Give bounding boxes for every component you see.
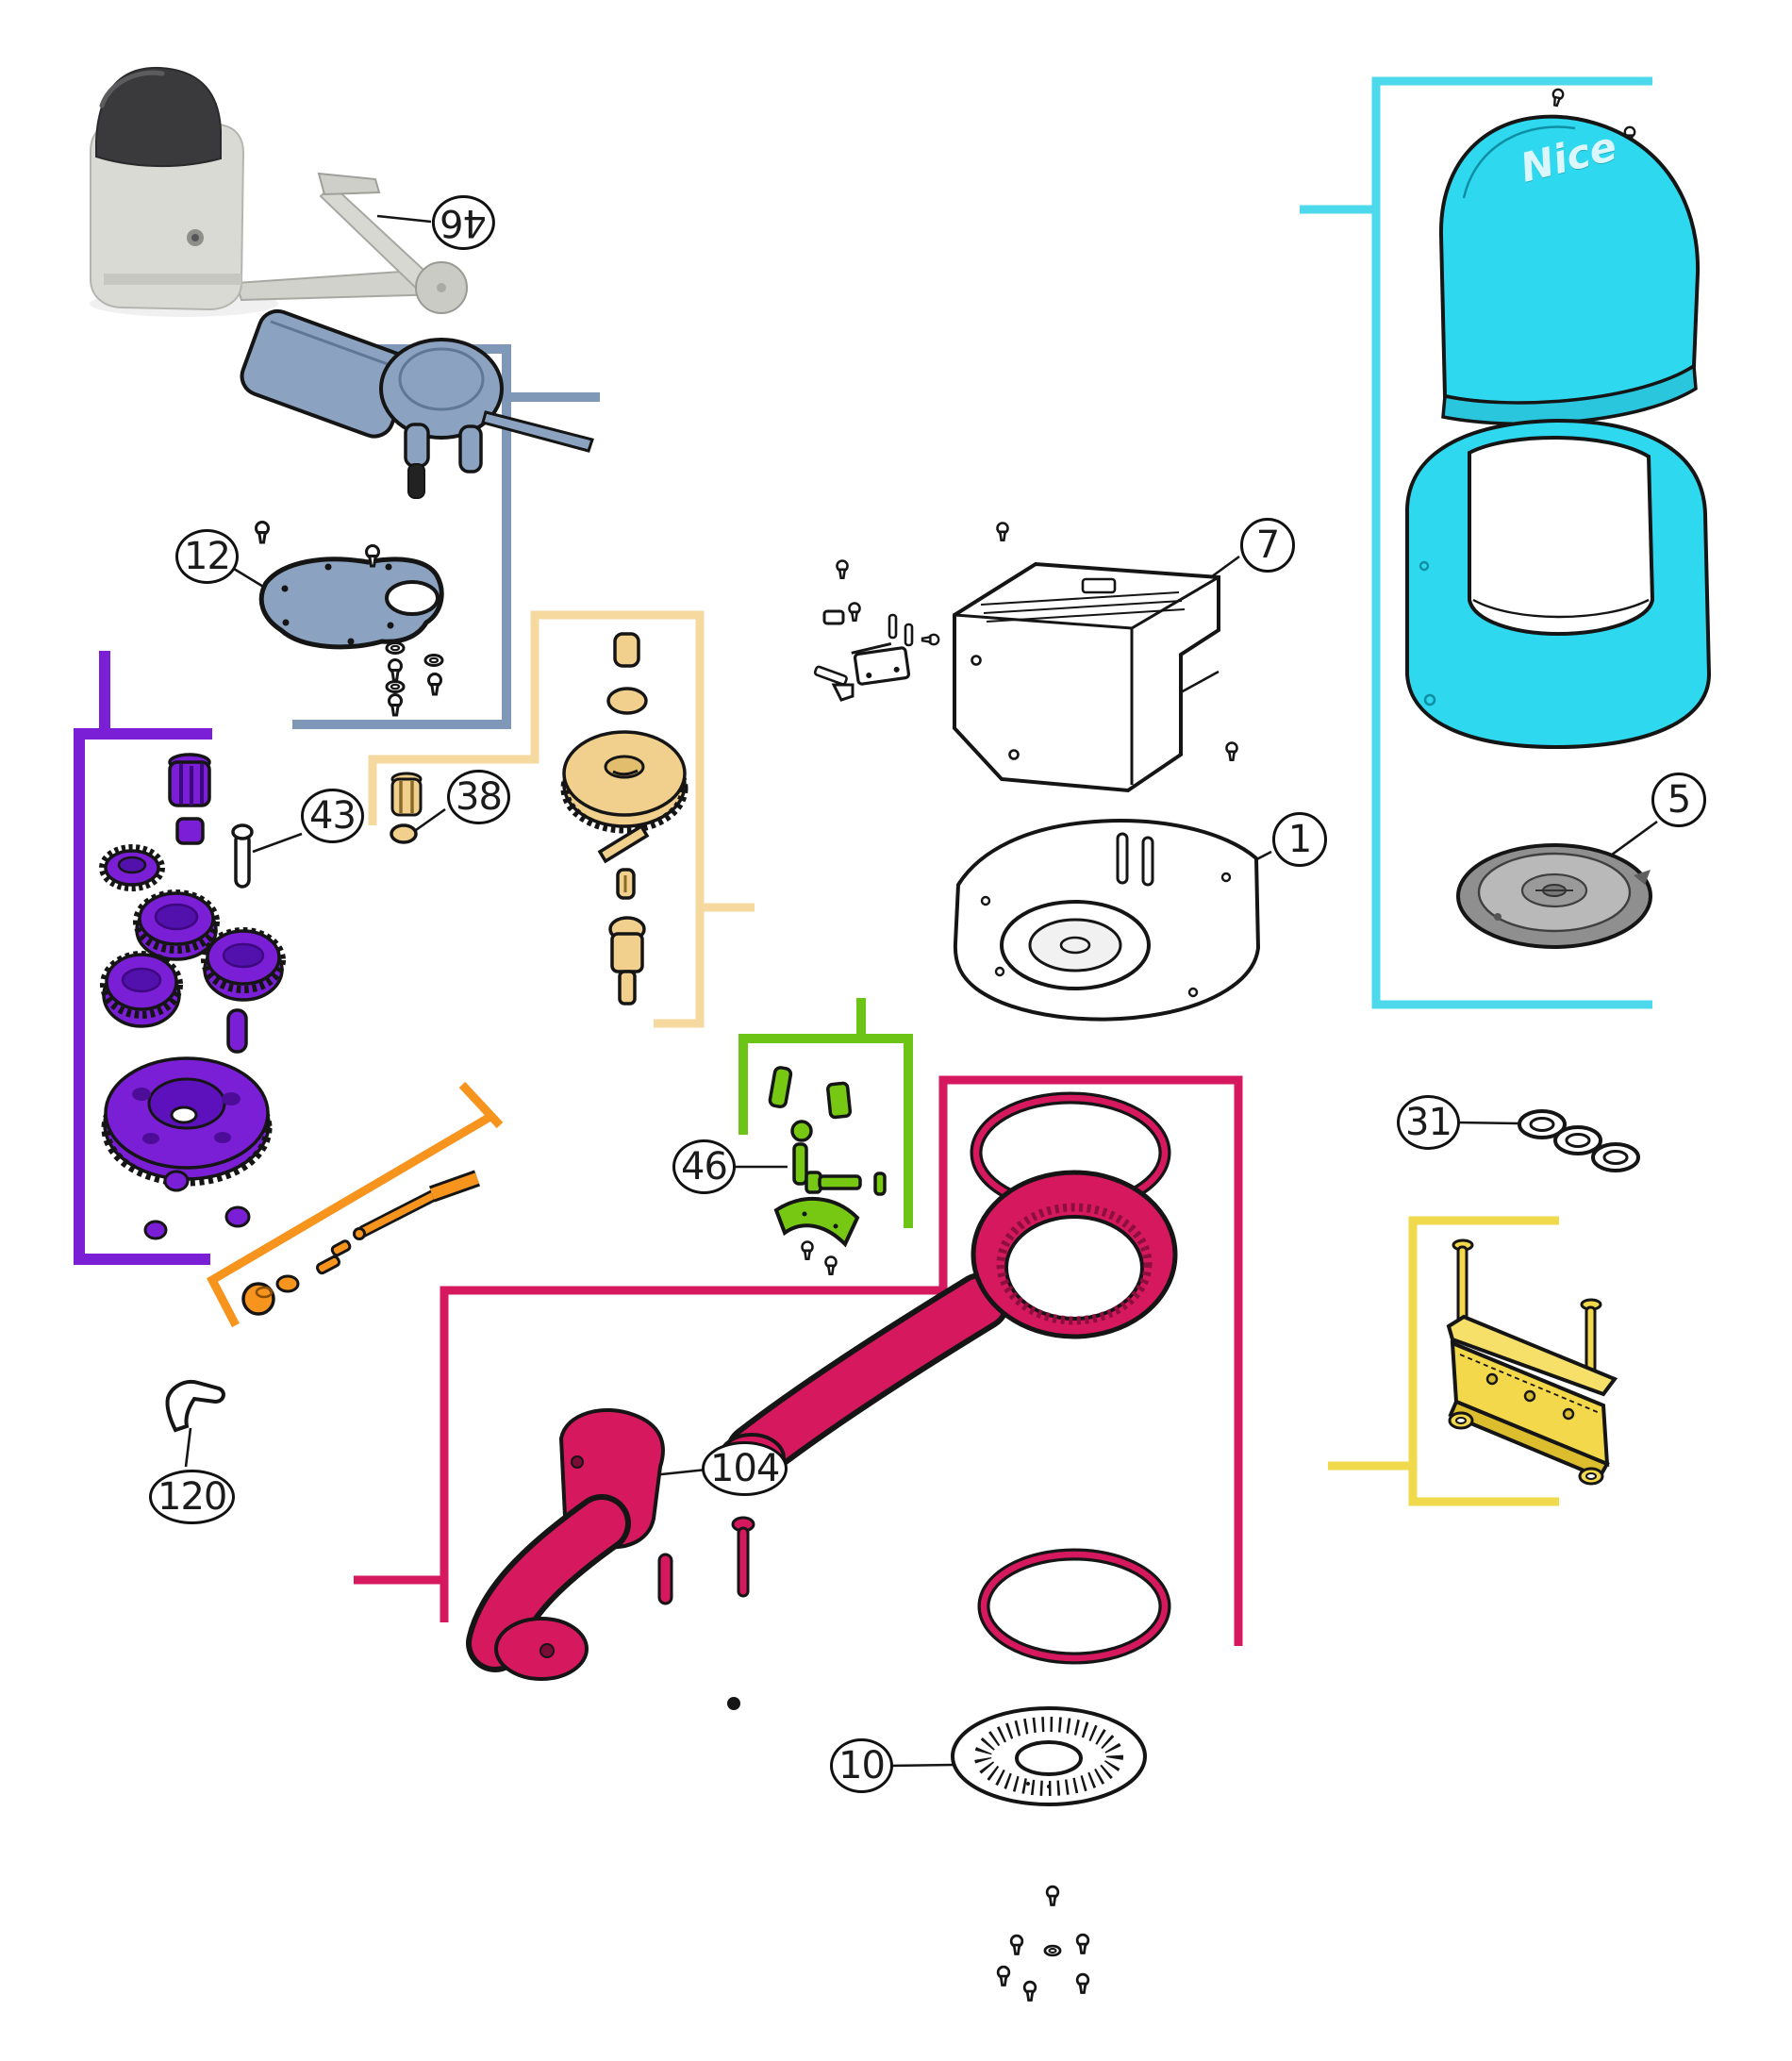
callout-1: 1 [1272,812,1327,867]
callout-7: 7 [1240,518,1295,573]
latch-clip [165,1380,225,1433]
callout-12: 12 [175,529,239,584]
bracket-release-lever-group [738,998,913,1228]
bracket-cover-group [1300,76,1652,1009]
intermediate-gear-3 [100,951,183,1028]
release-parts-group [768,1066,887,1276]
gearmotor [240,308,594,499]
gear-train-parts [99,753,286,1240]
callout-46-assembled: 46 [432,195,495,250]
housing-hardware [813,559,940,702]
callout-5: 5 [1651,773,1706,827]
intermediate-gear-1 [133,889,220,961]
curved-arm [466,1407,665,1681]
assembled-actuator-photo [90,66,468,317]
large-tan-gear [560,730,689,834]
callout-10: 10 [830,1738,893,1793]
cover-shell [1404,418,1712,750]
cover-dome [1438,87,1701,426]
gear-pin [231,823,254,889]
callout-46-release: 46 [672,1139,736,1194]
release-shaft-parts [241,1170,481,1316]
ring-gear-arm [718,1170,1178,1484]
motor-mounting-plate [258,557,444,650]
bracket-gear-train-group [74,651,212,1265]
bracket-output-gear-group [368,610,755,1028]
callout-43: 43 [301,789,364,843]
callout-31: 31 [1397,1095,1460,1150]
arm-assembly [466,1091,1178,1710]
bracket-release-shaft-group [207,1081,504,1328]
callout-104: 104 [702,1441,788,1496]
o-ring-bottom [977,1548,1171,1665]
tan-screw-shaft [608,916,646,1006]
top-housing-cover [953,522,1238,793]
output-gear-parts [390,632,689,1006]
toothed-disc [951,1706,1147,1806]
callout-38: 38 [447,770,510,824]
washer-set [1518,1109,1640,1172]
bottom-screw-set [996,1885,1090,2002]
bracket-motor-plate-group [292,344,600,729]
main-output-gear [101,1056,273,1187]
bracket-mounting-group [1328,1216,1559,1506]
mounting-bracket-parts [1446,1238,1618,1486]
intermediate-gear-2 [201,927,286,1002]
bracket-arm-group [354,1075,1243,1646]
base-housing [953,819,1261,1022]
round-base-plate [1456,843,1652,949]
callout-120: 120 [149,1470,236,1524]
